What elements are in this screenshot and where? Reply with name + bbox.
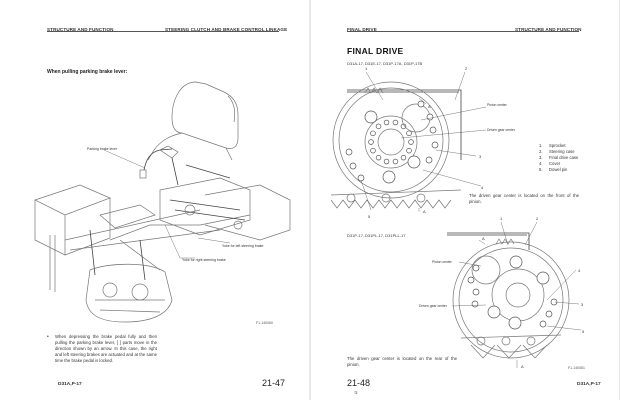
label-pinion-center: Pinion center [487,103,508,107]
label-driven-gear-center: Driven gear center [419,304,448,308]
label-pinion-center: Pinion center [432,260,453,264]
figure-code: F1-140081 [568,366,585,370]
bolt-hole [392,119,399,126]
label-driven-gear-center: Driven gear center [487,128,516,132]
callout-2: 2 [465,66,468,71]
header-chapter: STEERING CLUTCH AND BRAKE CONTROL LINKAG… [165,27,288,32]
parts-legend: 1.Sprocket 2.Steering case 3.Final drive… [539,143,578,173]
page-sub-mark: ③ [354,390,358,395]
footer-model: D31A,P-17 [58,382,82,387]
label-yoke-right: Yoke for right steering brake [182,258,226,262]
header-chapter: FINAL DRIVE [347,27,377,32]
bolt-hole [383,119,390,126]
page-title: FINAL DRIVE [347,46,404,56]
subheading: When pulling parking brake lever: [47,69,128,75]
bolt-hole [368,139,374,145]
parking-lever-drawing [139,145,231,186]
callout-1: 1 [500,216,503,221]
models-top: D31A-17, D31E-17, D31P-17A, D31P-17B [347,61,423,66]
bolt-hole [406,130,412,137]
final-drive-figure-rear: 1 2 3 4 5 A A Pinion center Driven gear … [419,216,585,369]
section-a-bottom: A [423,209,426,214]
note-front: The driven gear center is located on the… [469,193,579,204]
callout-5: 5 [582,329,585,334]
bolt-hole [375,123,382,130]
description-paragraph: When depressing the brake pedal fully an… [55,334,157,363]
legend-item: 1.Sprocket [539,143,566,148]
legend-item: 3.Final drive case [539,155,579,160]
callout-4: 4 [481,185,484,190]
bolt-hole [400,154,407,161]
figure-code: F1-140060 [256,321,273,325]
callout-3: 3 [479,154,482,159]
label-yoke-left: Yoke for left steering brake [222,244,264,248]
bolt-hole [383,158,390,165]
footer-model: D31A,P-17 [577,382,601,387]
bolt-hole [408,139,414,145]
section-a-top: A [428,104,431,109]
callout-3: 3 [581,302,584,307]
note-rear: The driven gear center is located on the… [347,356,457,367]
bullet: • [47,334,49,340]
legend-item: 2.Steering case [539,149,575,154]
label-parking-brake-lever: Parking brake lever [87,147,118,151]
section-a-bottom: A [521,364,524,369]
header-rule [347,31,579,32]
seat-drawing [147,81,239,161]
bolt-hole [392,158,399,165]
page-number: 21-48 [347,378,371,388]
header-section: STRUCTURE AND FUNCTION [47,27,114,32]
transmission-drawing [85,263,173,323]
callout-5: 5 [368,214,371,219]
header-rule [47,31,279,32]
linkage-figure: Parking brake lever Yoke for left steeri… [34,81,291,323]
callout-4: 4 [578,268,581,273]
bolt-hole [406,147,412,154]
bolt-hole [370,130,376,137]
callout-2: 2 [536,216,539,221]
legend-item: 4.Cover [539,161,561,166]
legend-item: 5.Dowel pin [539,167,568,172]
models-bottom: D31P-17, D31PL-17, D31PLL-17 [347,233,406,238]
section-a-top: A [482,236,485,241]
final-drive-figure-front: 1 2 3 4 5 A A Pinion center Driven gear … [330,66,516,219]
bolt-hole [370,147,376,154]
bolt-hole [375,154,382,161]
frame-drawing [34,177,291,292]
callout-1: 1 [365,66,368,71]
page-21-48: FINAL DRIVE STRUCTURE AND FUNCTION FINAL… [311,0,619,400]
page-number: 21-47 [262,378,286,388]
header-section: STRUCTURE AND FUNCTION [515,27,582,32]
page-21-47: STRUCTURE AND FUNCTION STEERING CLUTCH A… [0,0,309,400]
